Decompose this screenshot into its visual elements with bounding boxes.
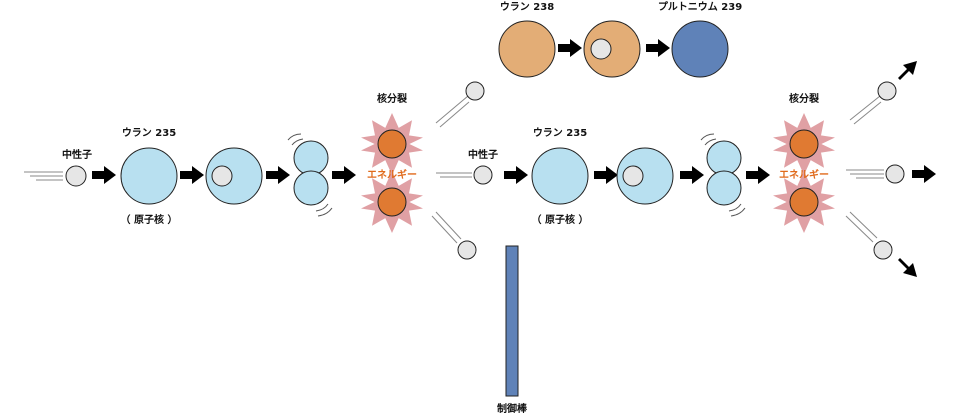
process-arrow: [92, 166, 116, 184]
absorbed-neutron: [622, 165, 644, 187]
neutron: [65, 165, 87, 187]
uranium-238-nucleus: [498, 20, 556, 78]
emitted-neutron: [877, 81, 897, 101]
process-arrow: [332, 166, 356, 184]
fission-fragment: [789, 129, 819, 159]
absorbed-neutron: [590, 38, 612, 60]
process-arrow: [646, 39, 670, 57]
emitted-neutron-trail: [435, 95, 470, 128]
emitted-neutron-trail: [846, 169, 884, 179]
outgoing-arrow: [898, 61, 917, 80]
control-rod-label: 制御棒: [497, 402, 528, 415]
absorbed-neutron: [211, 165, 233, 187]
fission-label: 核分裂: [789, 92, 819, 105]
plutonium-239-nucleus: [671, 20, 729, 78]
process-arrow: [594, 166, 618, 184]
uranium-238-absorbing-neutron: [583, 20, 641, 78]
neutron-label: 中性子: [62, 148, 92, 161]
uranium-235-nucleus: [531, 147, 589, 205]
emitted-neutron: [465, 81, 485, 101]
incoming-neutron-trail: [24, 171, 63, 181]
energy-label: エネルギー: [779, 168, 829, 181]
emitted-neutron-trail: [431, 211, 462, 244]
emitted-neutron: [457, 240, 477, 260]
emitted-neutron-trail: [845, 211, 878, 243]
splitting-nucleus: [287, 133, 333, 217]
uranium-235-absorbing-neutron: [205, 147, 263, 205]
process-arrow: [180, 166, 204, 184]
nucleus-label: （ 原子核 ）: [121, 213, 178, 226]
fission-fragment: [377, 187, 407, 217]
incoming-neutron-trail: [436, 172, 472, 178]
fission-fragment: [377, 129, 407, 159]
process-arrow: [266, 166, 290, 184]
outgoing-arrow: [912, 165, 936, 183]
nucleus-label: （ 原子核 ）: [532, 213, 589, 226]
outgoing-arrow: [898, 258, 917, 277]
energy-label: エネルギー: [367, 168, 417, 181]
fission-label: 核分裂: [377, 92, 407, 105]
uranium-235-nucleus: [120, 147, 178, 205]
uranium-238-label: ウラン 238: [500, 1, 554, 13]
fission-fragment: [789, 187, 819, 217]
plutonium-239-label: プルトニウム 239: [658, 0, 742, 13]
emitted-neutron: [873, 240, 893, 260]
splitting-nucleus: [700, 133, 746, 217]
process-arrow: [680, 166, 704, 184]
uranium-235-absorbing-neutron: [616, 147, 674, 205]
neutron-label: 中性子: [468, 148, 498, 161]
emitted-neutron-trail: [849, 95, 882, 125]
uranium-235-label: ウラン 235: [533, 127, 587, 139]
control-rod: [505, 245, 519, 397]
process-arrow: [746, 166, 770, 184]
emitted-neutron: [885, 164, 905, 184]
process-arrow: [504, 166, 528, 184]
process-arrow: [558, 39, 582, 57]
neutron: [473, 165, 493, 185]
uranium-235-label: ウラン 235: [122, 127, 176, 139]
